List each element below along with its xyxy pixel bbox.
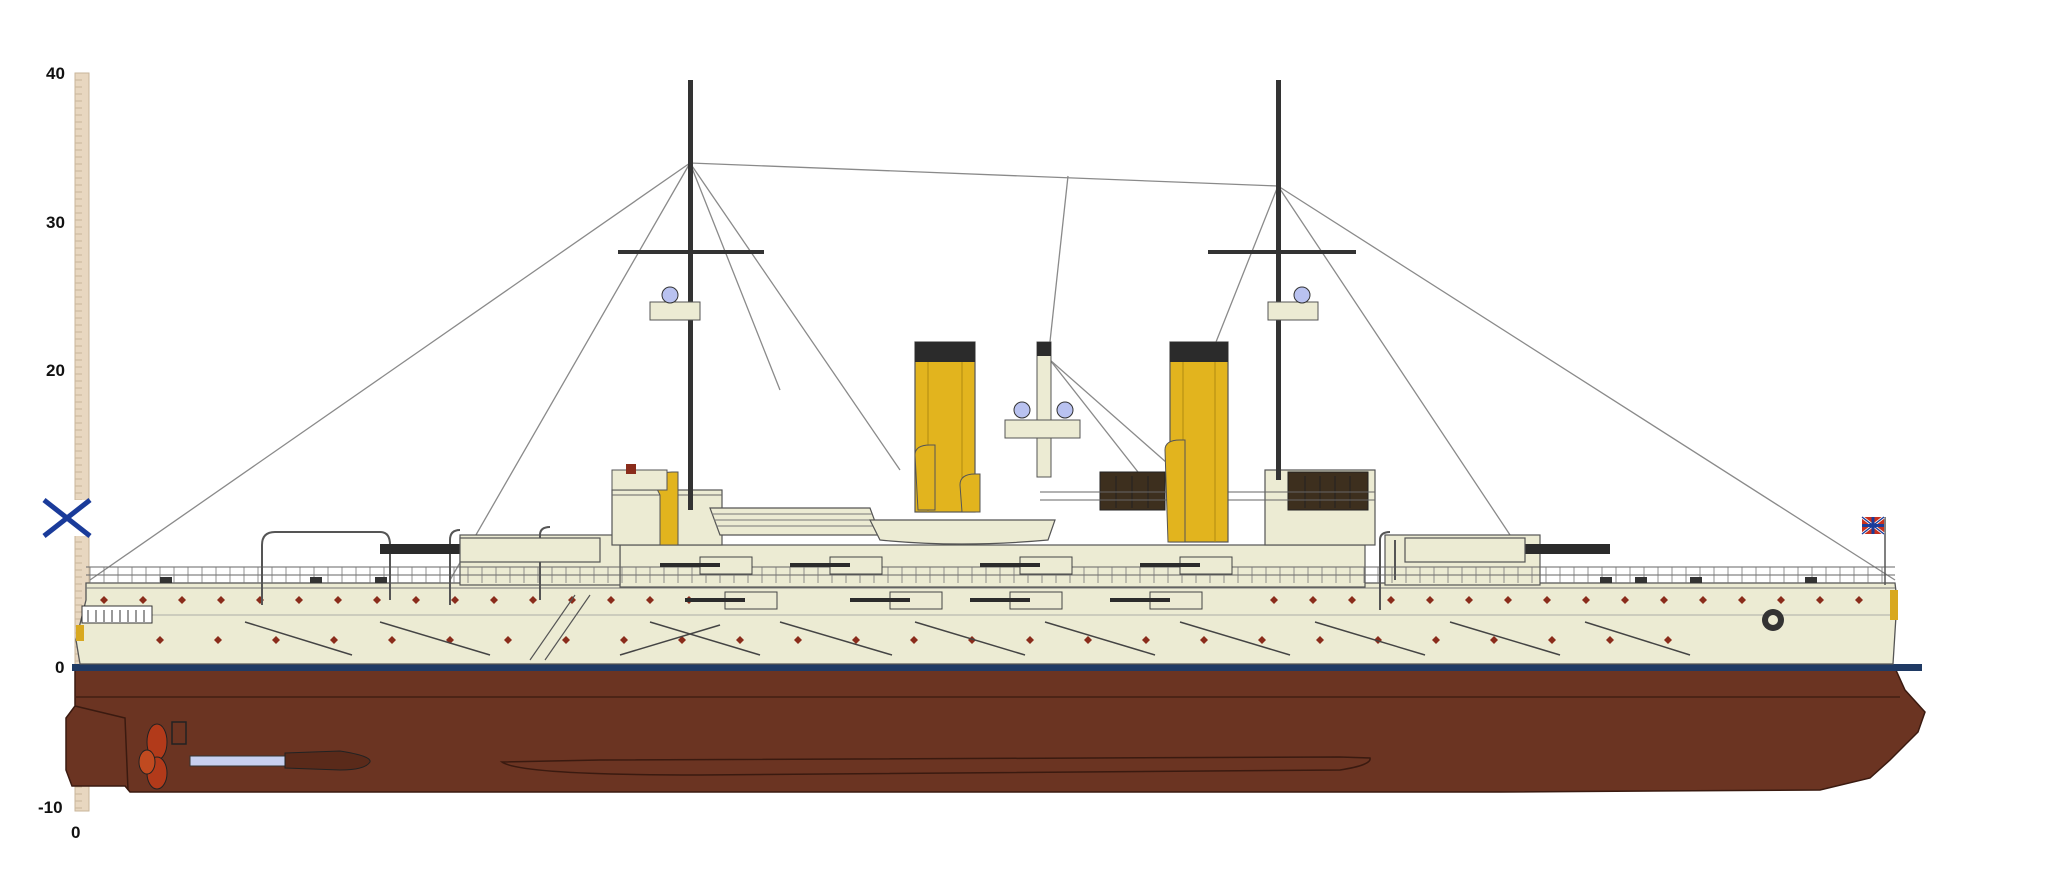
porthole (562, 636, 570, 644)
porthole (504, 636, 512, 644)
casemate-gun (790, 563, 850, 567)
porthole (1504, 596, 1512, 604)
porthole (1084, 636, 1092, 644)
mainmast-yard (618, 250, 764, 254)
porthole (1816, 596, 1824, 604)
forward-bridge-cabin (1287, 471, 1369, 511)
porthole (388, 636, 396, 644)
steam-pipe (1036, 341, 1052, 478)
searchlight-icon (661, 286, 1311, 419)
mainmast (688, 80, 693, 510)
porthole (529, 596, 537, 604)
hull-side (75, 582, 1898, 665)
aft-turret-gun (380, 544, 480, 554)
ships-boat-1 (709, 507, 881, 536)
casemate-gun (660, 563, 720, 567)
casemate-gun (1140, 563, 1200, 567)
porthole (1426, 596, 1434, 604)
porthole (217, 596, 225, 604)
porthole (607, 596, 615, 604)
porthole (1660, 596, 1668, 604)
porthole (1316, 636, 1324, 644)
porthole (1309, 596, 1317, 604)
rigging (89, 162, 1896, 581)
porthole (1258, 636, 1266, 644)
scale-tick-20: 20 (46, 361, 65, 380)
porthole (1387, 596, 1395, 604)
ships-boat-2 (869, 519, 1056, 545)
porthole (295, 596, 303, 604)
porthole (1490, 636, 1498, 644)
scale-tick-30: 30 (46, 213, 65, 232)
portholes (100, 596, 1863, 644)
porthole (910, 636, 918, 644)
scale-tick-40: 40 (46, 64, 65, 83)
porthole (373, 596, 381, 604)
anchor-icon (1762, 609, 1784, 631)
porthole (1465, 596, 1473, 604)
scale-bottom-label: 0 (71, 823, 80, 842)
porthole (1432, 636, 1440, 644)
boat-booms (244, 621, 1691, 656)
porthole (646, 596, 654, 604)
porthole (794, 636, 802, 644)
porthole (1026, 636, 1034, 644)
porthole (1606, 636, 1614, 644)
propeller-shaft (189, 755, 286, 767)
guns (380, 537, 1610, 610)
casemate-gun (980, 563, 1040, 567)
porthole (272, 636, 280, 644)
stern-ensign-icon (42, 498, 92, 538)
scale-tick-minus-10: -10 (38, 798, 63, 817)
casemate-gun (685, 598, 745, 602)
porthole (1621, 596, 1629, 604)
porthole (1548, 636, 1556, 644)
shaft-bracket (284, 750, 371, 771)
porthole (1699, 596, 1707, 604)
porthole (139, 596, 147, 604)
porthole (214, 636, 222, 644)
porthole (736, 636, 744, 644)
jack-flag-icon (1861, 515, 1886, 585)
foremast (1276, 80, 1281, 480)
porthole (1348, 596, 1356, 604)
masts (611, 80, 1356, 510)
casemate-gun (970, 598, 1030, 602)
porthole (100, 596, 108, 604)
foremast-yard (1208, 250, 1356, 254)
propeller-icon (138, 721, 187, 790)
lower-hull (65, 667, 1926, 793)
porthole (852, 636, 860, 644)
fwd-turret-gun (1510, 544, 1610, 554)
waterline-stripe (72, 664, 1922, 671)
porthole (620, 636, 628, 644)
porthole (334, 596, 342, 604)
boat-davits (261, 526, 1396, 610)
porthole (1777, 596, 1785, 604)
casemate-gun (1110, 598, 1170, 602)
porthole (1738, 596, 1746, 604)
funnels (654, 341, 1229, 546)
bilge-keel (499, 756, 1371, 776)
casemate-gun (850, 598, 910, 602)
porthole (412, 596, 420, 604)
porthole (1855, 596, 1863, 604)
porthole (1270, 596, 1278, 604)
porthole (678, 636, 686, 644)
porthole (1543, 596, 1551, 604)
porthole (330, 636, 338, 644)
porthole (1582, 596, 1590, 604)
porthole (490, 596, 498, 604)
porthole (1664, 636, 1672, 644)
scale-tick-0: 0 (55, 658, 64, 677)
porthole (1142, 636, 1150, 644)
porthole (1200, 636, 1208, 644)
upper-railing (612, 491, 1375, 501)
porthole (178, 596, 186, 604)
upper-hull (75, 582, 1898, 665)
porthole (156, 636, 164, 644)
porthole (451, 596, 459, 604)
